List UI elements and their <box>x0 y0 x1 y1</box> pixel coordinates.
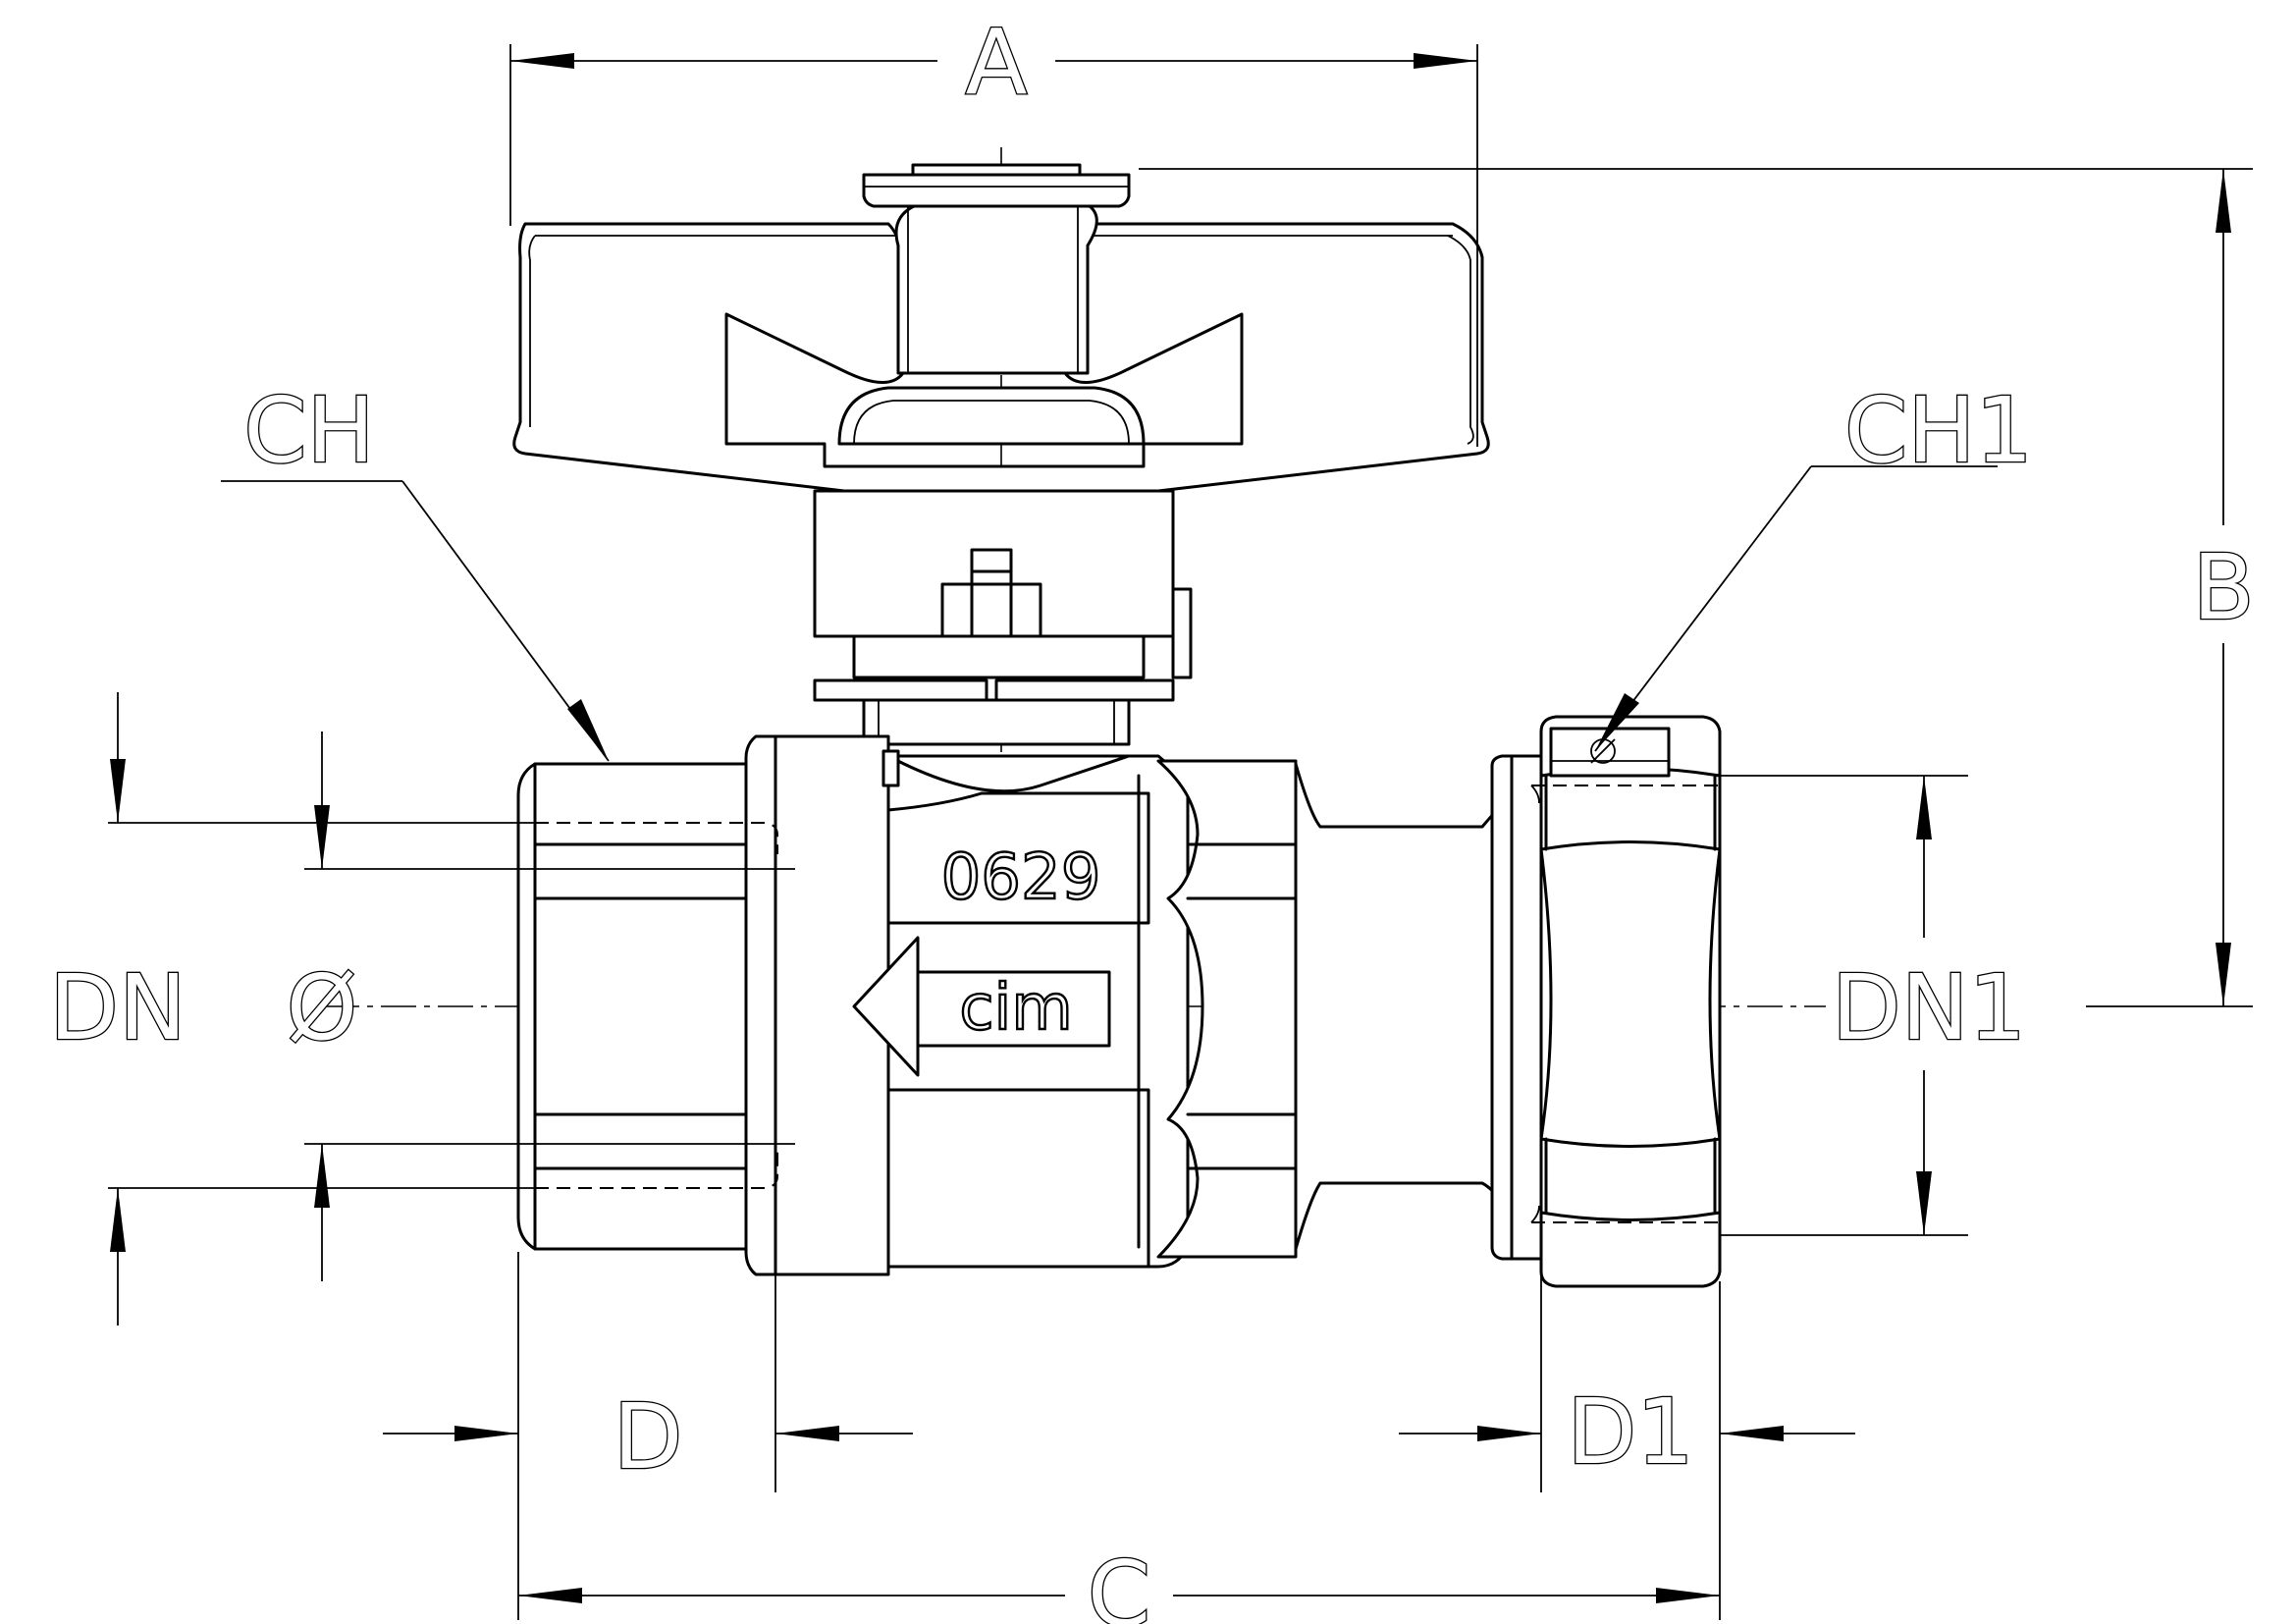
label-a: A <box>966 10 1028 115</box>
body-code-marking: 0629 <box>941 841 1101 914</box>
dimension-a: A <box>509 9 1478 447</box>
label-diameter: Ø <box>287 955 357 1060</box>
label-ch1: CH1 <box>1844 378 2033 483</box>
leader-ch: CH <box>221 377 610 762</box>
label-ch: CH <box>243 378 374 483</box>
dimension-dn1: DN1 <box>1720 775 2027 1236</box>
butterfly-handle <box>512 163 1490 493</box>
union-nut <box>1490 715 1722 1288</box>
dimension-dn: DN <box>48 692 535 1326</box>
body-brand-marking: cim <box>959 972 1072 1045</box>
label-dn1: DN1 <box>1832 955 2026 1060</box>
label-dn: DN <box>49 955 187 1060</box>
dimension-diameter: Ø <box>285 731 775 1281</box>
dimension-c: C <box>517 1252 1721 1624</box>
label-c: C <box>1088 1542 1150 1624</box>
leader-ch1: CH1 <box>1594 377 2034 752</box>
dimension-d1: D1 <box>1399 1276 1855 1492</box>
label-b: B <box>2192 535 2254 640</box>
label-d1: D1 <box>1567 1380 1693 1485</box>
label-d: D <box>614 1384 683 1489</box>
valve-body <box>516 734 1504 1276</box>
stem-assembly <box>813 489 1193 746</box>
dimension-d: D <box>383 1208 913 1492</box>
dimension-b: B <box>1139 168 2256 1007</box>
body-markings: 0629 cim <box>939 840 1101 1046</box>
